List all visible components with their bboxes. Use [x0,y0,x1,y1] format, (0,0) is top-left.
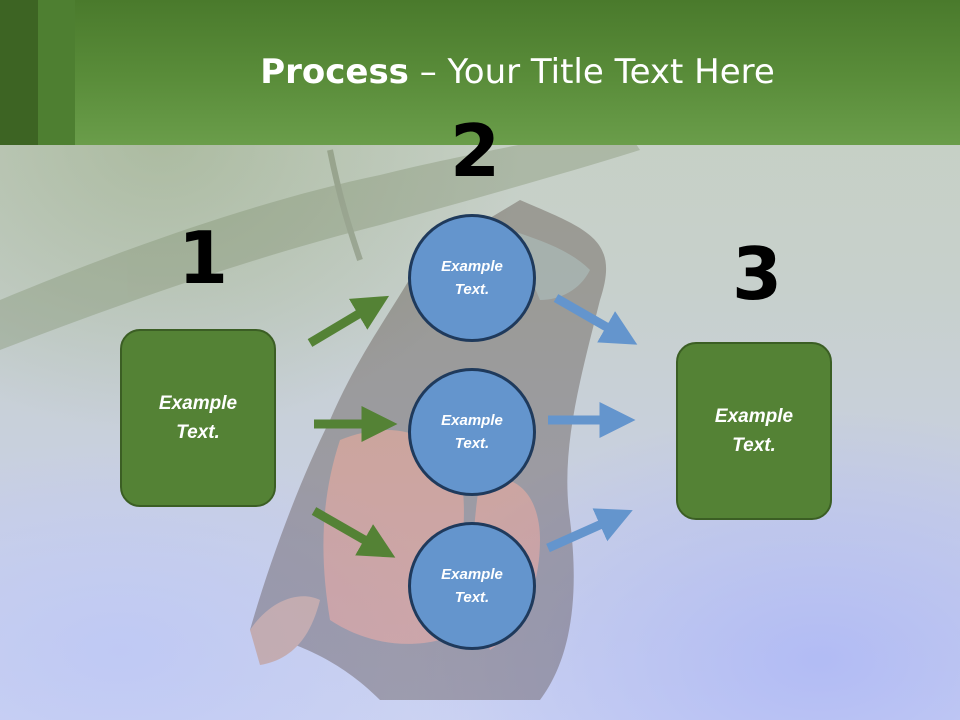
step-1-text: Example Text. [158,393,238,443]
title-bar [0,0,960,145]
slide-title-rest: – Your Title Text Here [408,52,775,92]
title-bar-accent-dark [0,0,38,145]
circle-bottom-text: Example Text. [441,566,503,606]
step-number-3: 3 [732,232,783,316]
circle-middle-text: Example Text. [441,412,503,452]
step-1-box[interactable]: Example Text. [120,329,276,507]
arrow-box1-to-circle-bottom [311,507,396,558]
circle-top-text: Example Text. [441,258,503,298]
step-2-circle-middle[interactable]: Example Text. [408,368,536,496]
slide-title-bold: Process [260,52,409,92]
step-2-circle-bottom[interactable]: Example Text. [408,522,536,650]
title-bar-accent-light [38,0,75,145]
arrow-box1-to-circle-top [307,295,390,347]
step-3-box[interactable]: Example Text. [676,342,832,520]
arrow-circle-top-to-box3 [553,294,638,345]
step-3-text: Example Text. [714,406,794,456]
step-number-1: 1 [178,216,229,300]
arrow-circle-bottom-to-box3 [546,508,633,553]
step-number-2: 2 [450,109,501,193]
step-2-circle-top[interactable]: Example Text. [408,214,536,342]
slide-title[interactable]: Process – Your Title Text Here [75,52,960,92]
